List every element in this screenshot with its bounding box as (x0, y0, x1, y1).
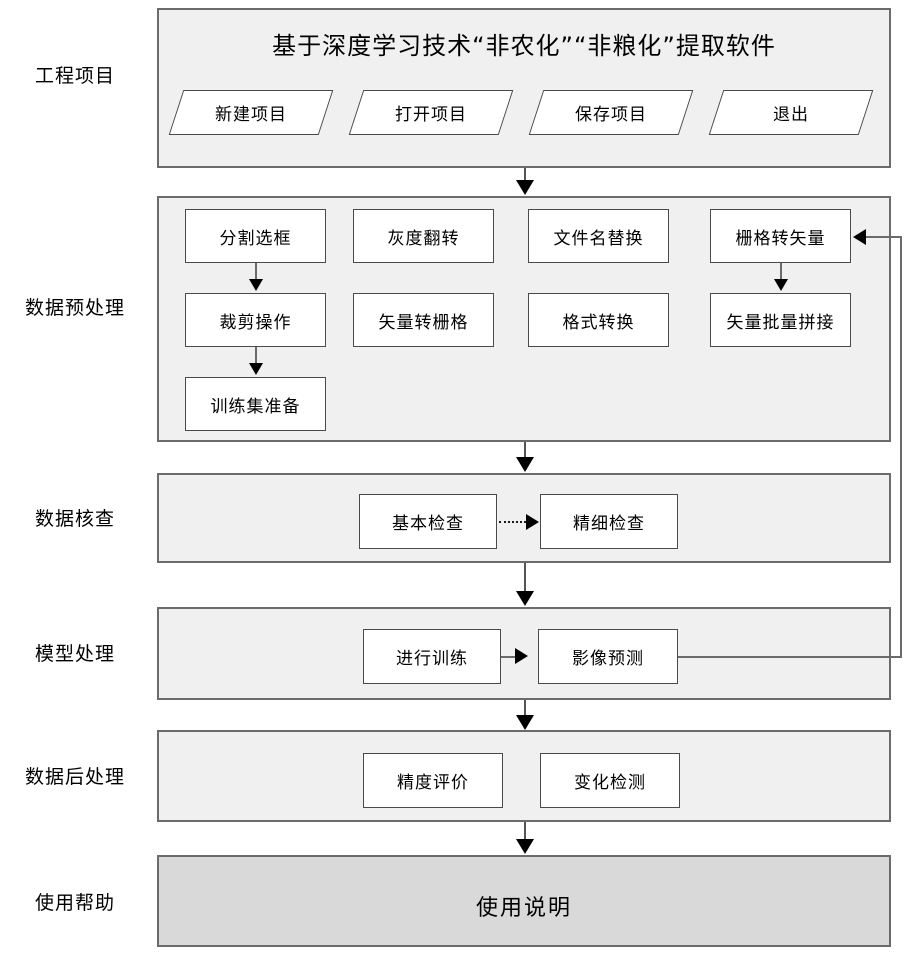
panel-datacheck (157, 473, 891, 563)
connector-raster-to-merge (780, 263, 782, 280)
app-title: 基于深度学习技术“非农化”“非粮化”提取软件 (272, 32, 776, 60)
node-filename-replace[interactable]: 文件名替换 (528, 209, 669, 263)
node-gray-invert[interactable]: 灰度翻转 (353, 209, 494, 263)
node-usage-manual[interactable]: 使用说明 (475, 896, 572, 921)
connector-basic-to-fine (499, 521, 526, 523)
panel-help[interactable] (157, 855, 891, 947)
node-trainset-prep[interactable]: 训练集准备 (185, 377, 326, 431)
connector-split-to-crop (255, 263, 257, 280)
button-new-project-label: 新建项目 (215, 105, 287, 125)
node-split-box[interactable]: 分割选框 (185, 209, 326, 263)
node-vector-to-raster[interactable]: 矢量转栅格 (353, 293, 494, 347)
node-format-convert[interactable]: 格式转换 (528, 293, 669, 347)
arrow-feedback-to-raster-to-vector (853, 229, 866, 245)
connector-training-to-predict (501, 656, 525, 658)
button-open-project[interactable]: 打开项目 (348, 90, 514, 135)
node-change-detect[interactable]: 变化检测 (540, 753, 680, 808)
feedback-loop-segment-top (866, 236, 902, 238)
node-image-predict[interactable]: 影像预测 (538, 629, 678, 684)
button-save-project[interactable]: 保存项目 (528, 90, 694, 135)
connector-crop-to-trainset (255, 347, 257, 364)
arrow-crop-to-trainset (249, 363, 263, 375)
arrow-project-to-preprocess (516, 180, 534, 195)
button-new-project[interactable]: 新建项目 (168, 90, 334, 135)
button-exit[interactable]: 退出 (708, 90, 874, 135)
connector-preprocess-to-datacheck (524, 442, 526, 459)
arrow-preprocess-to-datacheck (516, 457, 534, 472)
stage-label-postprocess: 数据后处理 (24, 766, 125, 788)
connector-postprocess-to-help (524, 822, 526, 840)
arrow-datacheck-to-model (516, 591, 534, 606)
node-accuracy-eval[interactable]: 精度评价 (363, 753, 503, 808)
panel-project (157, 8, 891, 168)
stage-label-project: 工程项目 (34, 65, 115, 87)
stage-label-model: 模型处理 (34, 643, 115, 665)
node-fine-check[interactable]: 精细检查 (540, 494, 678, 549)
connector-model-to-postprocess (524, 700, 526, 716)
arrow-model-to-postprocess (516, 715, 534, 730)
node-basic-check[interactable]: 基本检查 (359, 494, 497, 549)
node-run-training[interactable]: 进行训练 (363, 629, 501, 684)
stage-label-preprocess: 数据预处理 (24, 297, 125, 319)
connector-project-to-preprocess (524, 168, 526, 184)
node-vector-batch-merge[interactable]: 矢量批量拼接 (710, 293, 851, 347)
stage-label-help: 使用帮助 (34, 892, 115, 914)
arrow-raster-to-merge (774, 279, 788, 291)
button-save-project-label: 保存项目 (575, 105, 647, 125)
stage-label-datacheck: 数据核查 (34, 508, 115, 530)
arrow-training-to-predict (515, 648, 528, 664)
button-exit-label: 退出 (773, 105, 809, 125)
panel-postprocess (157, 730, 891, 822)
connector-datacheck-to-model (524, 563, 526, 591)
arrow-postprocess-to-help (516, 839, 534, 854)
node-crop-op[interactable]: 裁剪操作 (185, 293, 326, 347)
feedback-loop-segment-right (678, 656, 902, 658)
arrow-split-to-crop (249, 279, 263, 291)
feedback-loop-segment-vertical (900, 236, 902, 656)
button-open-project-label: 打开项目 (395, 105, 467, 125)
node-raster-to-vector[interactable]: 栅格转矢量 (710, 209, 851, 263)
arrow-basic-to-fine (526, 514, 539, 530)
